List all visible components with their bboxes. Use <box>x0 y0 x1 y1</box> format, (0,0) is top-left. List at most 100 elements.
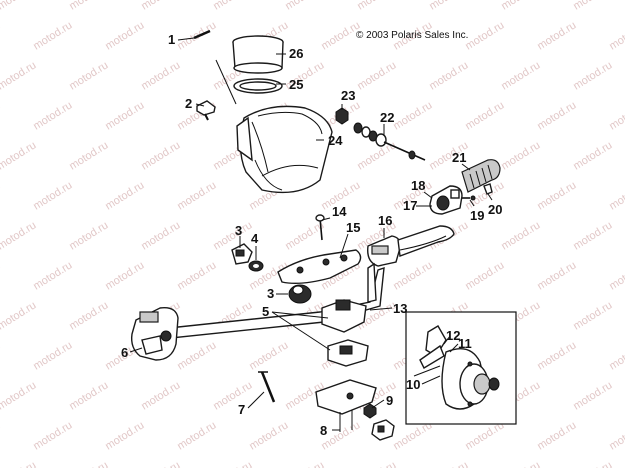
watermark-text: motod.ru <box>31 179 74 212</box>
watermark-text: motod.ru <box>211 459 254 468</box>
watermark-text: motod.ru <box>0 379 38 412</box>
watermark-text: motod.ru <box>427 459 470 468</box>
leader-lines <box>129 37 493 431</box>
callout-9: 9 <box>386 393 393 408</box>
callout-3b: 3 <box>267 286 274 301</box>
watermark-text: motod.ru <box>535 99 578 132</box>
inset-detail-box <box>405 311 517 425</box>
watermark-text: motod.ru <box>499 139 542 172</box>
callout-1: 1 <box>168 32 175 47</box>
watermark-text: motod.ru <box>463 259 506 292</box>
watermark-text: motod.ru <box>211 0 254 13</box>
part-25-lens-ring <box>233 78 283 94</box>
watermark-text: motod.ru <box>463 99 506 132</box>
part-3-knob <box>288 284 312 304</box>
watermark-text: motod.ru <box>283 0 326 13</box>
callout-10: 10 <box>406 377 420 392</box>
watermark-text: motod.ru <box>139 0 182 13</box>
watermark-text: motod.ru <box>607 259 625 292</box>
part-8-mount-plate <box>315 379 377 432</box>
part-8-fastener <box>371 419 395 441</box>
watermark-text: motod.ru <box>0 259 2 292</box>
watermark-text: motod.ru <box>103 19 146 52</box>
watermark-text: motod.ru <box>535 339 578 372</box>
watermark-text: motod.ru <box>607 339 625 372</box>
watermark-text: motod.ru <box>571 299 614 332</box>
watermark-text: motod.ru <box>31 259 74 292</box>
watermark-text: motod.ru <box>607 99 625 132</box>
watermark-text: motod.ru <box>139 379 182 412</box>
callout-14: 14 <box>332 204 347 219</box>
watermark-text: motod.ru <box>175 419 218 452</box>
watermark-text: motod.ru <box>0 299 38 332</box>
callout-16: 16 <box>378 213 392 228</box>
watermark-text: motod.ru <box>103 99 146 132</box>
callout-25: 25 <box>289 77 303 92</box>
watermark-text: motod.ru <box>67 459 110 468</box>
pod-guide-line <box>215 59 237 105</box>
part-23-nut <box>335 107 349 125</box>
watermark-text: motod.ru <box>247 339 290 372</box>
watermark-text: motod.ru <box>499 0 542 13</box>
callout-12: 12 <box>446 328 460 343</box>
watermark-text: motod.ru <box>31 419 74 452</box>
watermark-text: motod.ru <box>139 139 182 172</box>
callout-2: 2 <box>185 96 192 111</box>
part-1-screw <box>193 29 211 40</box>
watermark-text: motod.ru <box>607 419 625 452</box>
watermark-text: motod.ru <box>427 59 470 92</box>
part-18-switch-housing <box>429 185 463 215</box>
watermark-text: motod.ru <box>535 419 578 452</box>
watermark-text: motod.ru <box>0 179 2 212</box>
watermark-text: motod.ru <box>103 259 146 292</box>
part-24-headlight-pod <box>236 105 333 194</box>
callout-19: 19 <box>470 208 484 223</box>
watermark-text: motod.ru <box>571 459 614 468</box>
watermark-text: motod.ru <box>427 0 470 13</box>
watermark-text: motod.ru <box>535 179 578 212</box>
watermark-text: motod.ru <box>67 0 110 13</box>
watermark-text: motod.ru <box>535 259 578 292</box>
part-19-screw <box>462 195 476 201</box>
watermark-text: motod.ru <box>31 99 74 132</box>
watermark-text: motod.ru <box>0 419 2 452</box>
watermark-text: motod.ru <box>67 59 110 92</box>
part-3-switch <box>231 243 253 265</box>
watermark-text: motod.ru <box>103 419 146 452</box>
watermark-text: motod.ru <box>139 459 182 468</box>
watermark-text: motod.ru <box>571 219 614 252</box>
watermark-text: motod.ru <box>175 259 218 292</box>
watermark-text: motod.ru <box>499 59 542 92</box>
callout-4: 4 <box>251 231 259 246</box>
watermark-text: motod.ru <box>67 379 110 412</box>
watermark-text: motod.ru <box>31 19 74 52</box>
watermark-text: motod.ru <box>499 219 542 252</box>
callout-13: 13 <box>393 301 407 316</box>
callout-15: 15 <box>346 220 360 235</box>
watermark-text: motod.ru <box>355 59 398 92</box>
watermark-text: motod.ru <box>139 59 182 92</box>
callout-5: 5 <box>262 304 269 319</box>
callout-26: 26 <box>289 46 303 61</box>
part-5-upper-clamp <box>321 299 367 333</box>
callout-22: 22 <box>380 110 394 125</box>
part-16-master-cylinder-lever <box>367 225 455 267</box>
watermark-text: motod.ru <box>0 139 38 172</box>
watermark-text: motod.ru <box>175 179 218 212</box>
part-2-bolt <box>196 100 216 121</box>
watermark-text: motod.ru <box>0 19 2 52</box>
watermark-text: motod.ru <box>103 179 146 212</box>
watermark-text: motod.ru <box>67 219 110 252</box>
watermark-text: motod.ru <box>499 459 542 468</box>
watermark-text: motod.ru <box>0 0 38 13</box>
callout-7: 7 <box>238 402 245 417</box>
watermark-text: motod.ru <box>0 219 38 252</box>
watermark-text: motod.ru <box>0 99 2 132</box>
watermark-text: motod.ru <box>355 459 398 468</box>
watermark-text: motod.ru <box>391 259 434 292</box>
callout-11: 11 <box>458 336 472 351</box>
part-21-grip <box>461 159 501 193</box>
callout-8: 8 <box>320 423 327 438</box>
